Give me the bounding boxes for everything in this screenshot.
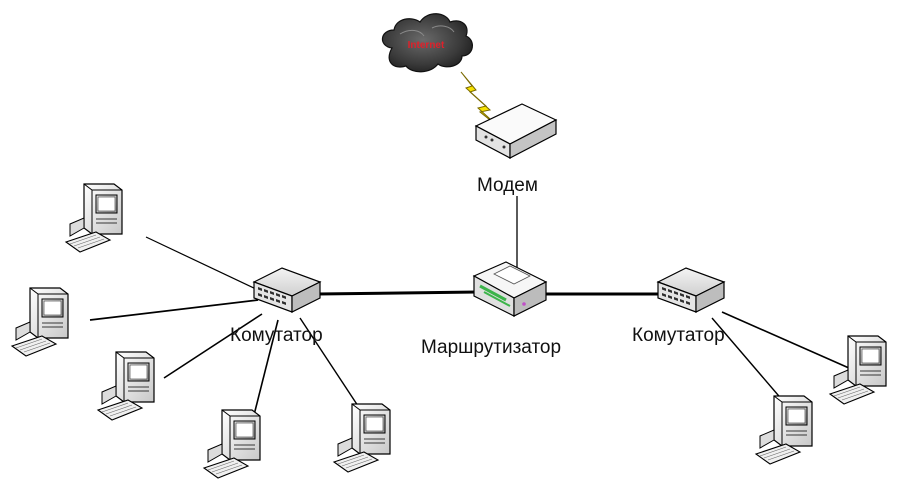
link-switch-left-pc3 [163, 313, 263, 379]
computer-icon [11, 287, 69, 357]
computer-icon [755, 395, 813, 465]
switch-left-icon [252, 267, 322, 313]
computer-icon [829, 335, 887, 405]
cloud-label: Internet [408, 40, 445, 51]
computer-icon [203, 409, 261, 479]
computer-icon [65, 183, 123, 253]
link-router-switch-left [317, 290, 479, 296]
modem-icon [474, 103, 558, 159]
link-switch-left-pc5 [299, 317, 363, 413]
switch-right-label: Комутатор [632, 325, 725, 346]
switch-left-label: Комутатор [230, 325, 323, 346]
link-switch-right-pc1 [711, 317, 785, 403]
router-icon [472, 261, 548, 317]
link-switch-left-pc4 [253, 319, 279, 416]
computer-icon [333, 403, 391, 473]
link-switch-right-pc2 [721, 311, 859, 373]
cloud-icon: Internet [381, 13, 473, 73]
links [89, 196, 859, 416]
link-switch-left-pc1 [145, 236, 259, 291]
link-switch-left-pc2 [89, 299, 259, 321]
modem-label: Модем [477, 175, 538, 196]
router-label: Маршрутизатор [421, 337, 562, 358]
computer-icon [97, 351, 155, 421]
switch-right-icon [656, 267, 726, 313]
